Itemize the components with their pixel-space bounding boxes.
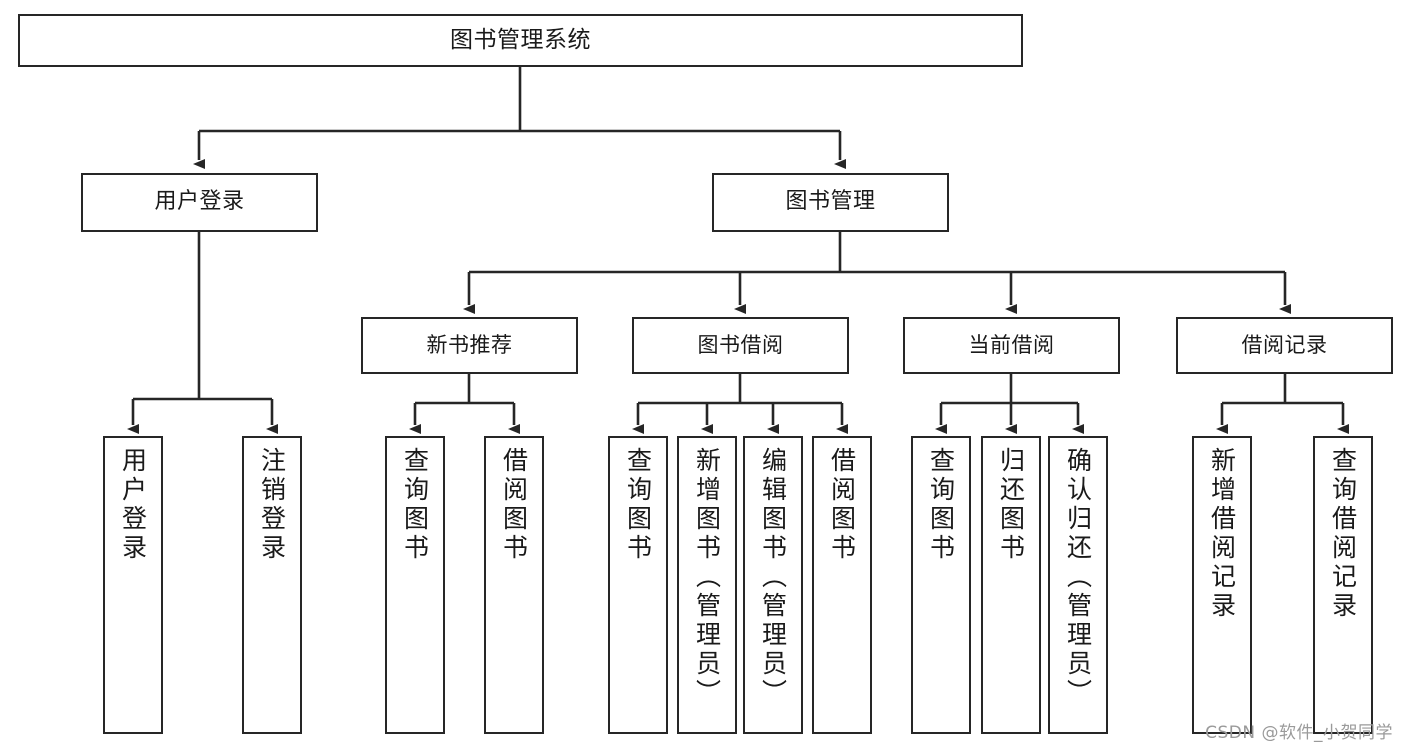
node-book-borrow-label: 图书借阅: [697, 332, 784, 357]
node-leaf-query-book-3[interactable]: 查询图书: [911, 436, 971, 734]
node-leaf-logout-label: 注销登录: [257, 447, 287, 563]
node-user-login[interactable]: 用户登录: [81, 173, 318, 232]
node-leaf-query-book-1-label: 查询图书: [400, 447, 430, 563]
node-current-borrow-label: 当前借阅: [968, 332, 1055, 357]
node-leaf-return-book-label: 归还图书: [996, 447, 1026, 563]
node-leaf-user-login-label: 用户登录: [118, 447, 148, 563]
node-leaf-edit-book-label: 编辑图书（管理员）: [758, 447, 788, 708]
node-root[interactable]: 图书管理系统: [18, 14, 1023, 67]
node-borrow-record-label: 借阅记录: [1241, 332, 1328, 357]
node-user-login-label: 用户登录: [154, 189, 245, 215]
node-leaf-add-record-label: 新增借阅记录: [1207, 447, 1237, 621]
node-root-label: 图书管理系统: [450, 26, 591, 53]
node-leaf-query-record[interactable]: 查询借阅记录: [1313, 436, 1373, 734]
csdn-watermark: CSDN @软件_小贺同学: [1205, 723, 1393, 743]
node-book-manage[interactable]: 图书管理: [712, 173, 949, 232]
node-leaf-borrow-book-2[interactable]: 借阅图书: [812, 436, 872, 734]
node-leaf-borrow-book-1-label: 借阅图书: [499, 447, 529, 563]
node-leaf-add-record[interactable]: 新增借阅记录: [1192, 436, 1252, 734]
node-new-book-rec[interactable]: 新书推荐: [361, 317, 578, 374]
node-leaf-edit-book[interactable]: 编辑图书（管理员）: [743, 436, 803, 734]
node-leaf-confirm-return[interactable]: 确认归还（管理员）: [1048, 436, 1108, 734]
node-leaf-borrow-book-1[interactable]: 借阅图书: [484, 436, 544, 734]
node-leaf-query-record-label: 查询借阅记录: [1328, 447, 1358, 621]
node-leaf-borrow-book-2-label: 借阅图书: [827, 447, 857, 563]
node-leaf-add-book[interactable]: 新增图书（管理员）: [677, 436, 737, 734]
node-leaf-query-book-2-label: 查询图书: [623, 447, 653, 563]
node-leaf-query-book-1[interactable]: 查询图书: [385, 436, 445, 734]
node-leaf-return-book[interactable]: 归还图书: [981, 436, 1041, 734]
node-leaf-add-book-label: 新增图书（管理员）: [692, 447, 722, 708]
node-new-book-rec-label: 新书推荐: [426, 332, 513, 357]
node-leaf-confirm-return-label: 确认归还（管理员）: [1063, 447, 1093, 708]
node-borrow-record[interactable]: 借阅记录: [1176, 317, 1393, 374]
node-current-borrow[interactable]: 当前借阅: [903, 317, 1120, 374]
node-leaf-logout[interactable]: 注销登录: [242, 436, 302, 734]
node-book-manage-label: 图书管理: [785, 189, 876, 215]
node-leaf-query-book-3-label: 查询图书: [926, 447, 956, 563]
node-leaf-user-login[interactable]: 用户登录: [103, 436, 163, 734]
node-book-borrow[interactable]: 图书借阅: [632, 317, 849, 374]
node-leaf-query-book-2[interactable]: 查询图书: [608, 436, 668, 734]
